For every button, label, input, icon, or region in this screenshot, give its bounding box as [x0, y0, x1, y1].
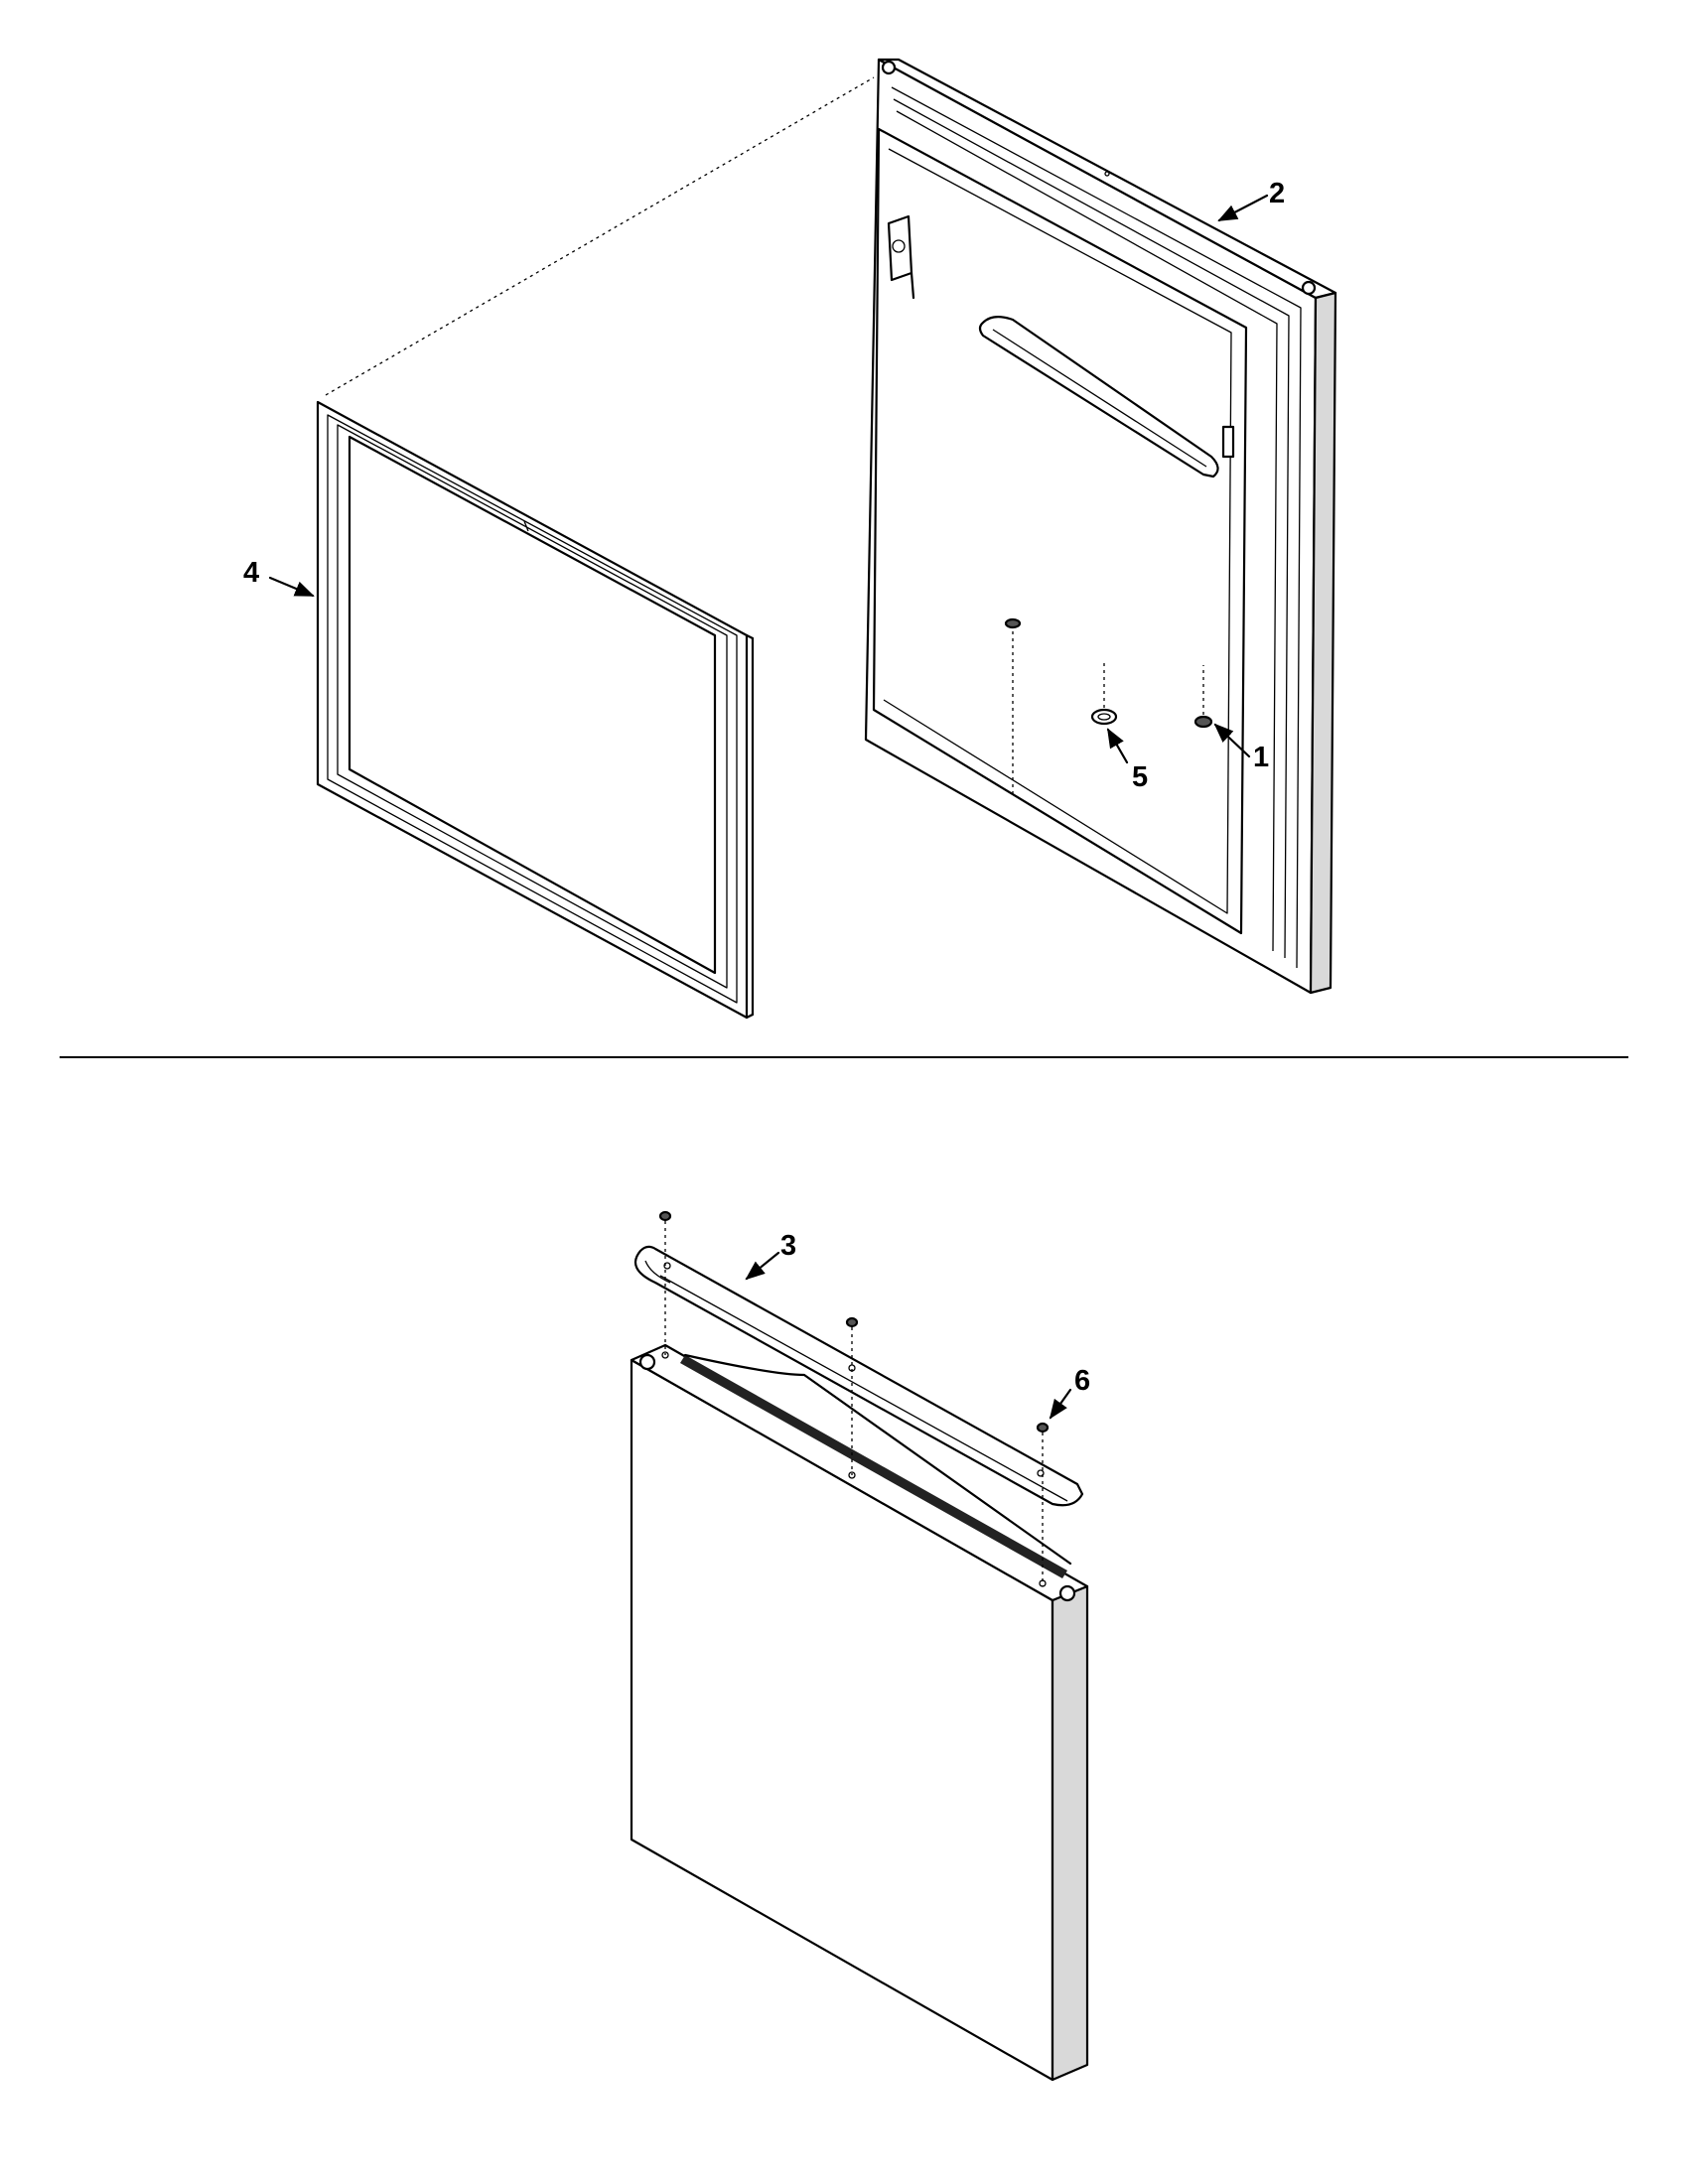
door-liner [864, 58, 1337, 995]
callout-1: 1 [1253, 742, 1269, 773]
callout-4: 4 [243, 557, 259, 589]
lower-assembly: 3 6 [630, 1210, 1090, 2082]
callout-3: 3 [780, 1230, 796, 1262]
callout-5: 5 [1132, 761, 1148, 793]
alignment-line [325, 76, 875, 396]
screw-middle [845, 1316, 859, 1328]
freezer-door [630, 1343, 1089, 2082]
hinge-bracket [887, 214, 915, 300]
side-clip [1221, 425, 1235, 459]
screw-left [658, 1210, 672, 1222]
plug-5 [1090, 708, 1118, 726]
screw-6 [1036, 1422, 1050, 1433]
plug-left [1004, 617, 1022, 629]
callout-6: 6 [1074, 1365, 1090, 1397]
upper-assembly: 2 4 5 1 [243, 58, 1337, 1020]
door-shelf [978, 316, 1219, 478]
callout-2: 2 [1269, 178, 1285, 209]
door-gasket [316, 400, 755, 1020]
handle-trim [633, 1245, 1084, 1507]
plug-1 [1193, 715, 1213, 729]
